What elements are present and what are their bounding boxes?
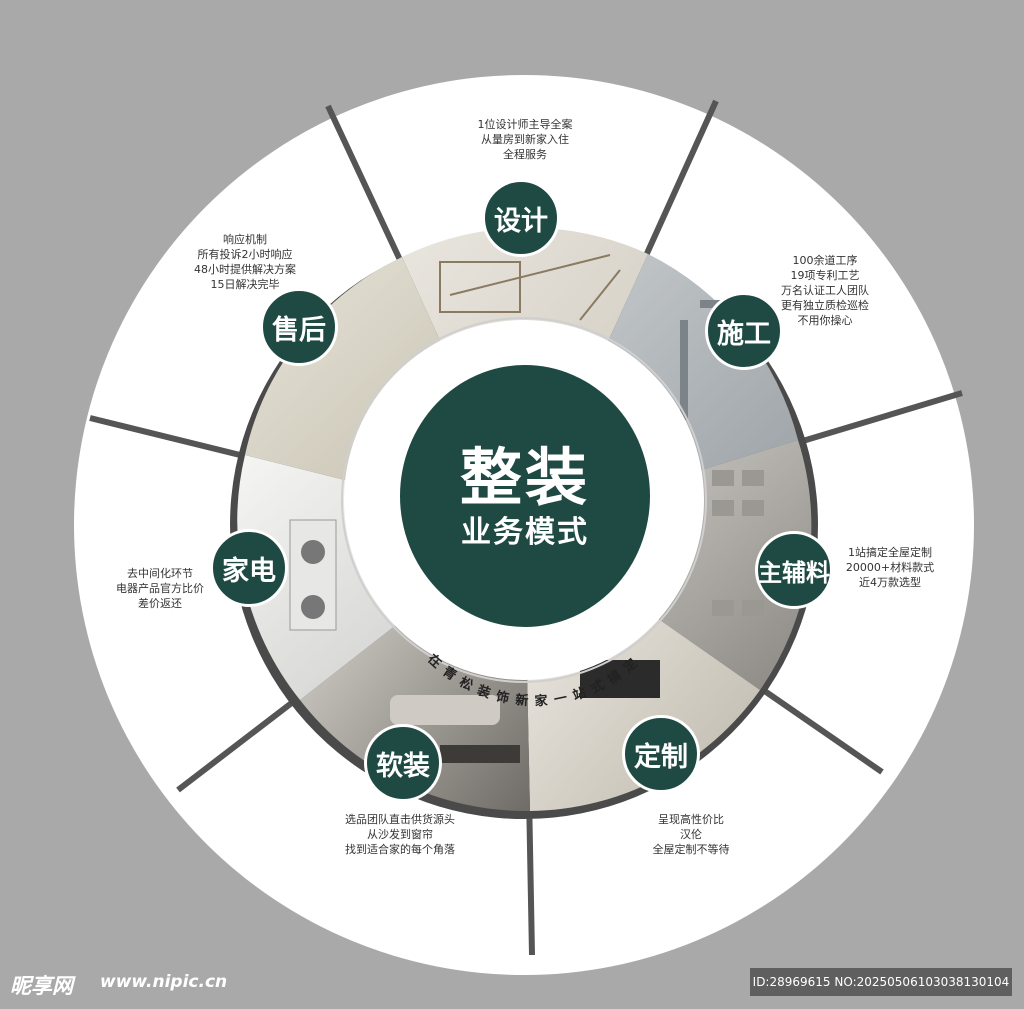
- node-label: 定制: [634, 741, 688, 773]
- node-appliance[interactable]: 家电: [210, 529, 288, 607]
- washing-machine-detail: [289, 519, 337, 631]
- materials-detail: [712, 470, 764, 616]
- blueprint-detail: [439, 254, 621, 321]
- center-disc-edge: [341, 317, 707, 683]
- node-custom[interactable]: 定制: [622, 715, 700, 793]
- desc-custom: 呈现高性价比 汉伦 全屋定制不等待: [652, 813, 730, 856]
- node-label: 施工: [717, 318, 771, 350]
- node-label: 售后: [272, 314, 326, 346]
- node-materials[interactable]: 主辅料: [755, 531, 833, 609]
- desc-construction: 100余道工序 19项专利工艺 万名认证工人团队 更有独立质检巡检 不用你操心: [781, 254, 869, 327]
- center-title-badge: 整装 业务模式: [400, 365, 650, 627]
- watermark-id: ID:28969615 NO:20250506103038130104: [750, 968, 1012, 996]
- node-design[interactable]: 设计: [482, 179, 560, 257]
- watermark-logo: 昵享网: [10, 974, 73, 998]
- node-after-sales[interactable]: 售后: [260, 288, 338, 366]
- desc-materials: 1站搞定全屋定制 20000+材料款式 近4万款选型: [845, 546, 935, 589]
- node-label: 软装: [376, 750, 430, 782]
- center-subtitle: 业务模式: [461, 515, 589, 550]
- desc-appliance: 去中间化环节 电器产品官方比价 差价返还: [116, 567, 204, 610]
- desc-soft-decor: 选品团队直击供货源头 从沙发到窗帘 找到适合家的每个角落: [345, 813, 455, 856]
- node-label: 家电: [222, 555, 276, 587]
- node-label: 设计: [494, 205, 548, 237]
- tv-detail: [580, 660, 660, 698]
- desc-design: 1位设计师主导全案 从量房到新家入住 全程服务: [477, 118, 573, 161]
- node-construction[interactable]: 施工: [705, 292, 783, 370]
- watermark-url: www.nipic.cn: [100, 972, 228, 992]
- center-title: 整装: [459, 441, 590, 514]
- node-soft-decor[interactable]: 软装: [364, 724, 442, 802]
- desc-after-sales: 响应机制 所有投诉2小时响应 48小时提供解决方案 15日解决完毕: [194, 233, 296, 291]
- node-label: 主辅料: [758, 558, 830, 587]
- sofa-detail: [390, 695, 520, 763]
